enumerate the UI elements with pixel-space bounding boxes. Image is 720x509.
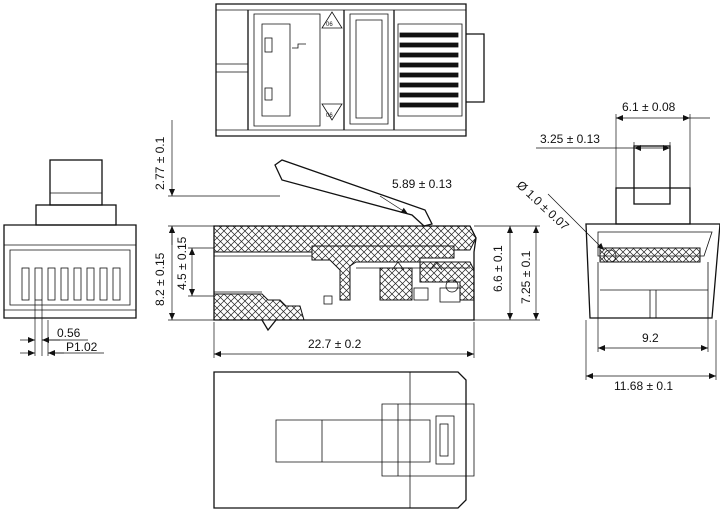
- bottom-view: [213, 371, 475, 509]
- top-view: 06 06: [215, 3, 485, 137]
- cable-entry-height-label: 2.77 ± 0.1: [153, 136, 167, 190]
- pitch-label: P1.02: [66, 340, 98, 354]
- body-height-label: 7.25 ± 0.1: [519, 250, 533, 304]
- latch-tab-width-label: 3.25 ± 0.13: [540, 132, 600, 146]
- contact-fingers: [399, 32, 459, 108]
- inner-height-label: 6.6 ± 0.1: [491, 245, 505, 292]
- overall-width-label: 11.68 ± 0.1: [614, 379, 673, 393]
- front-contacts: [21, 267, 121, 301]
- end-view: 6.1 ± 0.08 3.25 ± 0.13 Ø 1.0 ± 0.07 9.2 …: [514, 100, 720, 393]
- contact-width-label: 0.56: [57, 326, 81, 340]
- cable-bore-label: 4.5 ± 0.15: [175, 236, 189, 290]
- inner-width-label: 9.2: [642, 331, 659, 345]
- overall-length-label: 22.7 ± 0.2: [308, 337, 362, 351]
- stamp-bottom: 06: [326, 113, 333, 119]
- latch-offset-label: 5.89 ± 0.13: [392, 177, 452, 191]
- stamp-top: 06: [326, 22, 333, 28]
- side-section: 2.77 ± 0.1 8.2 ± 0.15 4.5 ± 0.15 5.89 ± …: [153, 120, 540, 358]
- front-view: 0.56 P1.02: [3, 159, 137, 356]
- latch-width-label: 6.1 ± 0.08: [622, 100, 676, 114]
- wire-diameter-label: Ø 1.0 ± 0.07: [514, 178, 572, 233]
- overall-height-label: 8.2 ± 0.15: [153, 252, 167, 306]
